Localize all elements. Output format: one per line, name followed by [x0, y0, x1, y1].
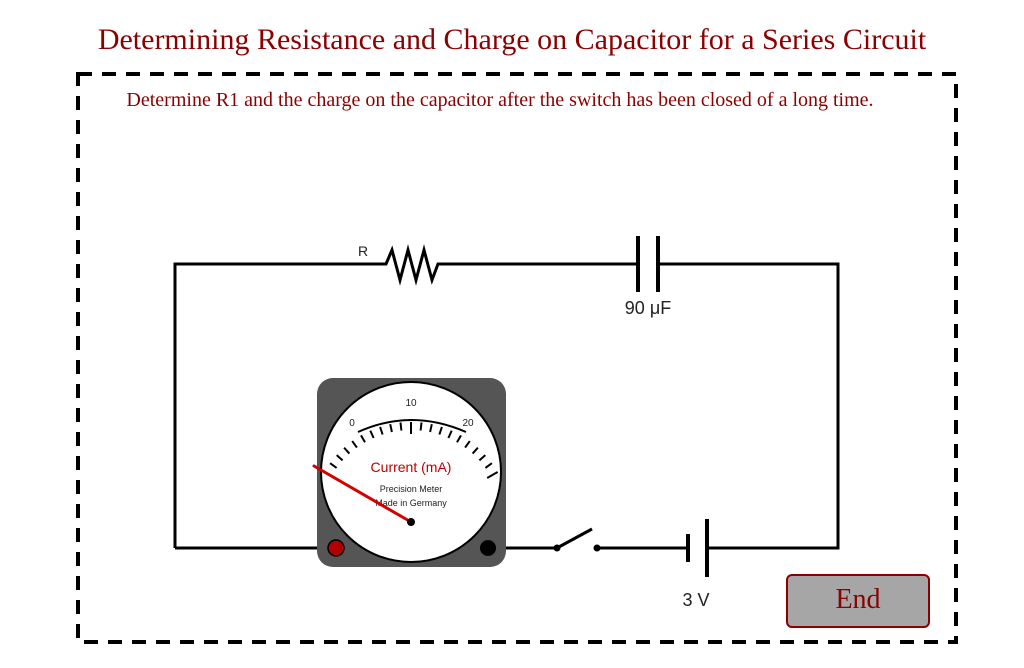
ammeter-terminal-negative: [480, 540, 496, 556]
ammeter-tick: [351, 440, 358, 449]
ammeter-tick: [369, 430, 375, 439]
ammeter-tick: [379, 426, 384, 435]
ammeter-maker-line2: Made in Germany: [375, 498, 447, 508]
resistor-label: R: [358, 243, 368, 259]
circuit-wires: [173, 262, 840, 550]
ammeter-scale-label-0: 0: [349, 418, 355, 429]
ammeter-tick: [456, 434, 462, 443]
capacitor: [636, 236, 660, 292]
ammeter-tick: [399, 422, 403, 431]
page-title: Determining Resistance and Charge on Cap…: [97, 23, 927, 56]
ammeter-title: Current (mA): [371, 459, 452, 475]
ammeter-tick: [471, 447, 479, 455]
ammeter: 0 10 20 Current (mA) Precision Meter Mad…: [312, 378, 506, 567]
resistor: [380, 244, 444, 286]
end-button[interactable]: End: [786, 574, 930, 628]
ammeter-tick: [429, 423, 433, 433]
ammeter-maker-line1: Precision Meter: [380, 484, 443, 494]
ammeter-scale-arc: [357, 419, 467, 433]
ammeter-tick: [447, 430, 453, 439]
ammeter-tick: [329, 462, 338, 469]
instructions-text: Determine R1 and the charge on the capac…: [126, 89, 874, 111]
switch[interactable]: [553, 527, 601, 552]
ammeter-needle-pivot: [407, 518, 415, 526]
battery: [686, 519, 709, 577]
battery-label: 3 V: [682, 590, 709, 610]
ammeter-tick: [438, 426, 443, 435]
ammeter-needle: [312, 464, 413, 524]
ammeter-scale-label-20: 20: [462, 418, 474, 429]
ammeter-tick: [478, 454, 486, 462]
ammeter-scale-label-10: 10: [405, 398, 417, 409]
ammeter-tick: [486, 471, 499, 479]
capacitor-label: 90 μF: [625, 298, 671, 318]
ammeter-scale-ticks: [323, 422, 499, 479]
ammeter-tick: [336, 454, 344, 462]
ammeter-tick: [419, 422, 423, 431]
ammeter-terminal-positive: [327, 539, 345, 557]
ammeter-tick: [343, 447, 351, 455]
ammeter-tick: [360, 434, 366, 443]
content-frame: [76, 72, 958, 644]
ammeter-tick: [464, 440, 471, 449]
ammeter-tick: [484, 462, 493, 469]
ammeter-tick: [389, 423, 393, 433]
